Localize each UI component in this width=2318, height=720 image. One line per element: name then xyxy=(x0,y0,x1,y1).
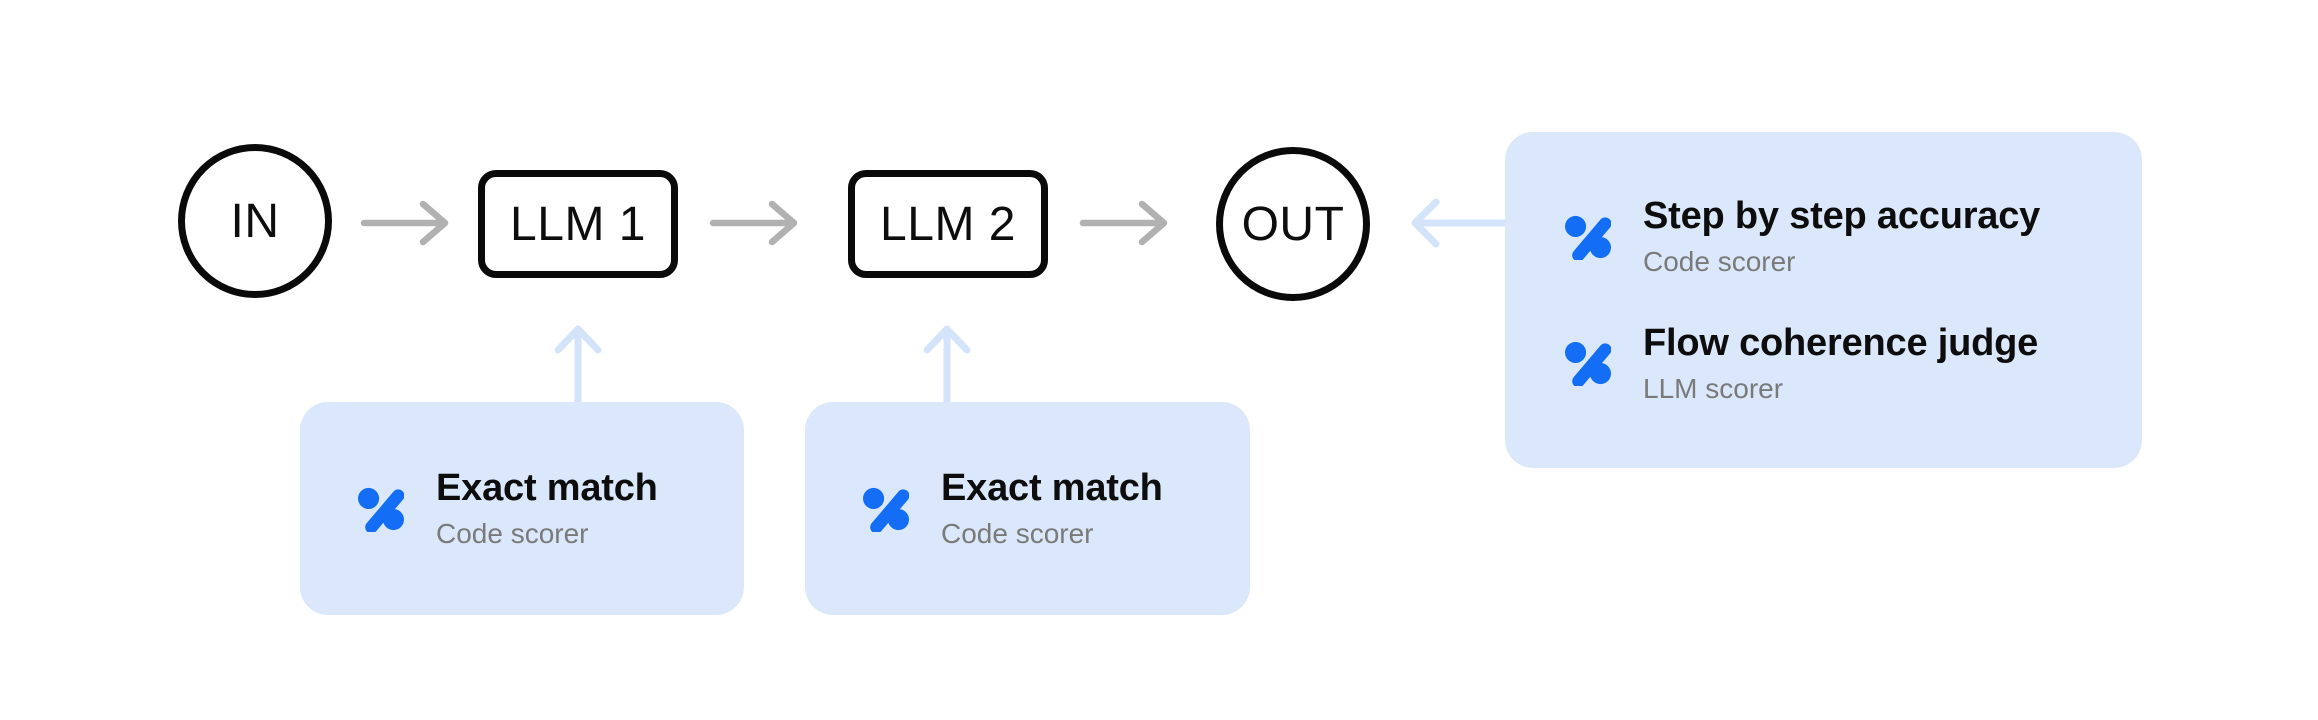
scorer-title: Step by step accuracy xyxy=(1643,195,2041,238)
input-node-label: IN xyxy=(230,194,280,248)
scorer-text: Exact match Code scorer xyxy=(941,467,1163,550)
scorer-title: Exact match xyxy=(436,467,658,510)
percent-scorer-icon xyxy=(863,487,909,532)
scorer-title: Flow coherence judge xyxy=(1643,322,2039,364)
percent-scorer-icon xyxy=(1565,342,1611,387)
scorer-item: Step by step accuracy Code scorer xyxy=(1565,195,2142,278)
scorer-text: Exact match Code scorer xyxy=(436,467,658,550)
llm1-node: LLM 1 xyxy=(478,170,678,278)
scorer-text: Step by step accuracy Code scorer xyxy=(1643,195,2040,278)
scorer-card-output: Step by step accuracy Code scorer Flow c… xyxy=(1505,132,2142,468)
output-node: OUT xyxy=(1216,147,1370,301)
llm2-node-label: LLM 2 xyxy=(880,197,1016,251)
scorer-card-llm2: Exact match Code scorer xyxy=(805,402,1250,615)
input-node: IN xyxy=(178,144,332,298)
percent-scorer-icon xyxy=(358,487,404,532)
llm2-node: LLM 2 xyxy=(848,170,1048,278)
up-arrow-icon xyxy=(554,325,602,406)
right-arrow-icon xyxy=(1079,200,1168,246)
scorer-text: Flow coherence judge LLM scorer xyxy=(1643,322,2038,405)
scorer-item: Exact match Code scorer xyxy=(863,467,1250,550)
right-arrow-icon xyxy=(360,200,449,246)
percent-scorer-icon xyxy=(1565,215,1611,260)
scorer-item: Exact match Code scorer xyxy=(358,467,744,550)
scorer-subtitle: Code scorer xyxy=(1643,245,1796,277)
up-arrow-icon xyxy=(923,325,971,406)
scorer-subtitle: LLM scorer xyxy=(1643,372,1784,404)
left-arrow-icon xyxy=(1411,198,1511,248)
output-node-label: OUT xyxy=(1241,197,1345,251)
scorer-subtitle: Code scorer xyxy=(941,517,1094,549)
scorer-subtitle: Code scorer xyxy=(436,517,589,549)
llm1-node-label: LLM 1 xyxy=(510,197,646,251)
right-arrow-icon xyxy=(709,200,798,246)
scorer-card-llm1: Exact match Code scorer xyxy=(300,402,744,615)
scorer-title: Exact match xyxy=(941,467,1163,510)
scorer-item: Flow coherence judge LLM scorer xyxy=(1565,322,2142,405)
